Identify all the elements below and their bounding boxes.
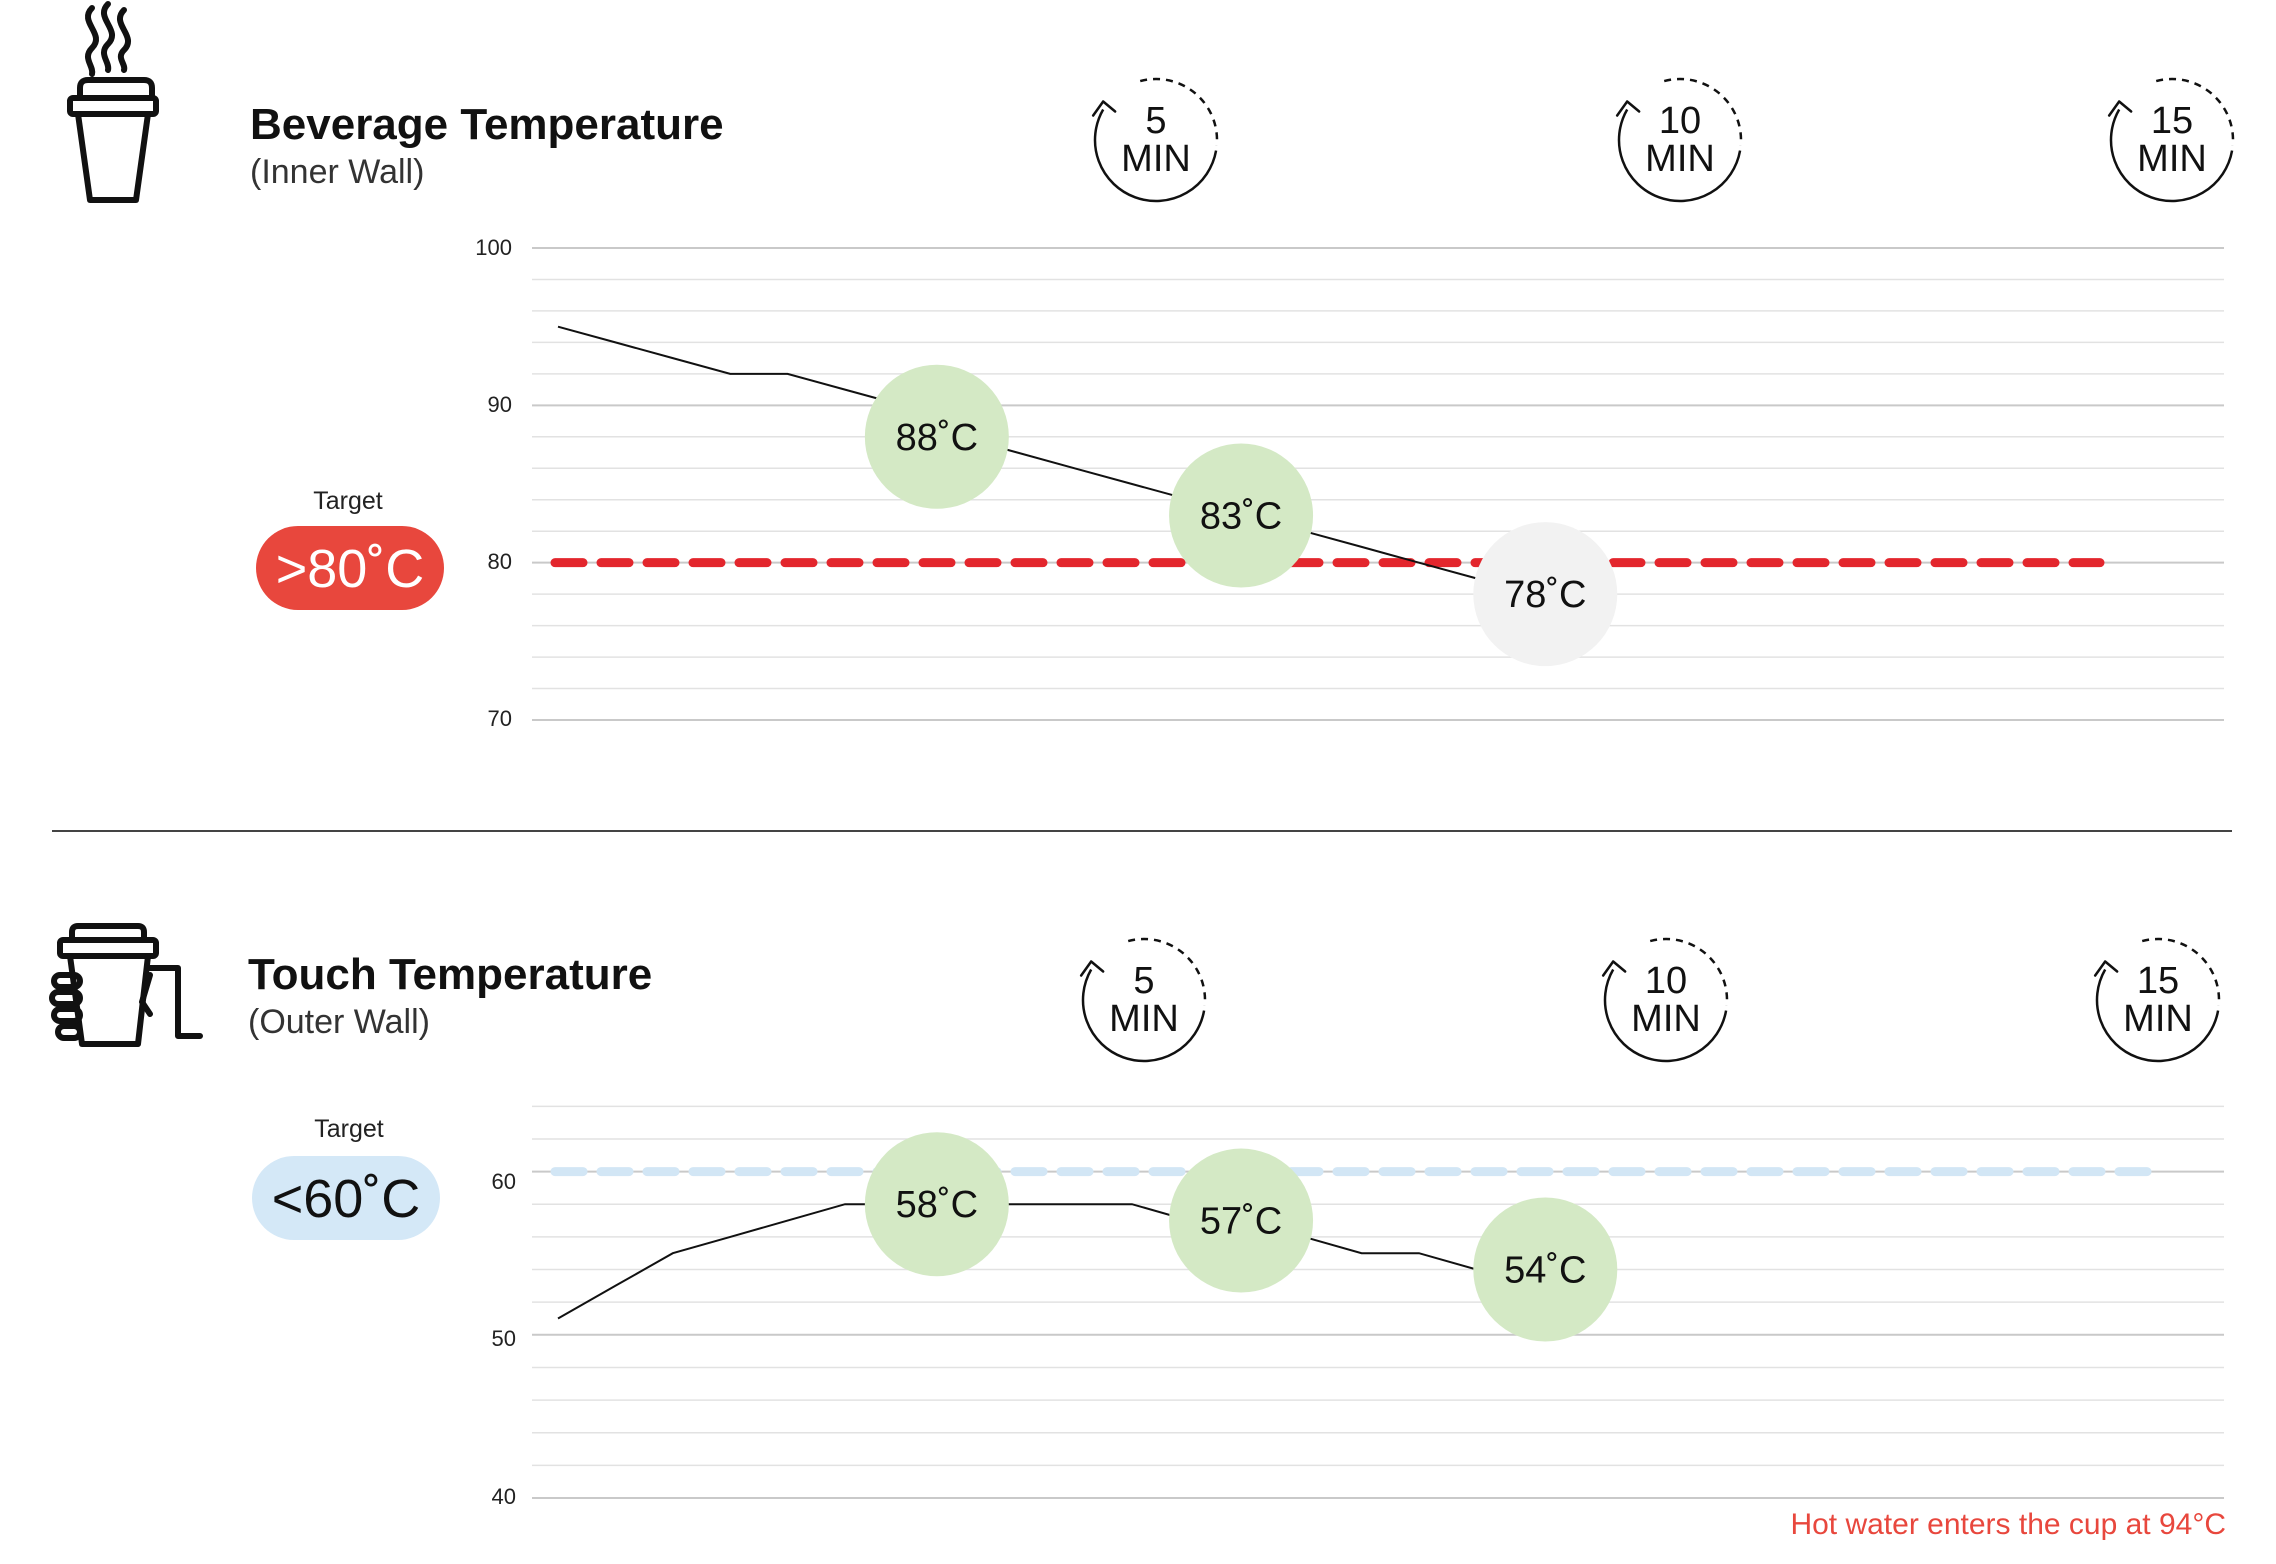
chart-subtitle: (Inner Wall) xyxy=(250,153,424,191)
series-line xyxy=(557,1203,1534,1320)
bubble-label: 83˚C xyxy=(1200,495,1282,537)
bubble-circle xyxy=(1169,443,1314,588)
timer-icon xyxy=(2107,77,2235,203)
timer-arc xyxy=(2109,108,2234,203)
timer-arrow xyxy=(1601,960,1627,977)
timer-arrow xyxy=(1091,100,1117,117)
timer-number: 10 xyxy=(1645,960,1687,1002)
timer-icon xyxy=(2093,937,2221,1063)
timer-number: 5 xyxy=(1133,960,1154,1002)
timer-5-min: 5 MIN xyxy=(1079,937,1207,1063)
timer-arc-dashed xyxy=(2155,77,2235,146)
touch-chart: Touch Temperature (Outer Wall) Target <6… xyxy=(49,923,2224,1509)
bubble-circle xyxy=(1473,1197,1618,1342)
timer-arrow xyxy=(2107,100,2133,117)
y-tick-label: 90 xyxy=(488,392,512,417)
y-tick-label: 60 xyxy=(492,1169,516,1194)
bubble-label: 58˚C xyxy=(896,1184,978,1226)
timer-arc xyxy=(1603,968,1728,1063)
timer-10-min: 10 MIN xyxy=(1615,77,1743,203)
hand-holding-cup-icon xyxy=(49,923,203,1047)
timer-unit: MIN xyxy=(1645,138,1715,180)
grid-lines xyxy=(532,1105,2224,1499)
chart-subtitle: (Outer Wall) xyxy=(248,1003,430,1041)
checkpoint-bubble: 57˚C xyxy=(1169,1148,1314,1293)
target-label: Target xyxy=(314,1115,384,1143)
timer-unit: MIN xyxy=(1631,998,1701,1040)
timer-arc xyxy=(2095,968,2220,1063)
timer-arc-dashed xyxy=(2141,937,2221,1006)
bubble-circle xyxy=(864,1132,1009,1277)
timer-arc xyxy=(1617,108,1742,203)
chart-title: Beverage Temperature xyxy=(250,100,724,149)
bubble-label: 78˚C xyxy=(1504,574,1586,616)
timer-arc-dashed xyxy=(1663,77,1743,146)
timer-number: 15 xyxy=(2151,100,2193,142)
timer-15-min: 15 MIN xyxy=(2107,77,2235,203)
target-pill xyxy=(256,526,444,610)
checkpoint-bubble: 83˚C xyxy=(1169,443,1314,588)
checkpoint-bubble: 88˚C xyxy=(864,364,1009,509)
y-tick-label: 100 xyxy=(475,235,512,260)
timer-arrow xyxy=(1079,960,1105,977)
footnote: Hot water enters the cup at 94°C xyxy=(1790,1508,2226,1541)
target-label: Target xyxy=(313,487,383,515)
timer-number: 5 xyxy=(1145,100,1166,142)
timer-icon xyxy=(1091,77,1219,203)
hot-cup-icon xyxy=(67,1,159,203)
timer-arc-dashed xyxy=(1649,937,1729,1006)
timer-unit: MIN xyxy=(2123,998,2193,1040)
timer-icon xyxy=(1615,77,1743,203)
target-pill-text: <60˚C xyxy=(272,1169,421,1229)
bubble-circle xyxy=(1169,1148,1314,1293)
timer-arc-dashed xyxy=(1127,937,1207,1006)
grid-lines xyxy=(532,247,2224,721)
checkpoint-bubble: 58˚C xyxy=(864,1132,1009,1277)
y-tick-label: 70 xyxy=(488,706,512,731)
timer-5-min: 5 MIN xyxy=(1091,77,1219,203)
bubble-label: 88˚C xyxy=(896,417,978,459)
timer-unit: MIN xyxy=(2137,138,2207,180)
target-pill-text: >80˚C xyxy=(276,539,425,599)
bubble-circle xyxy=(1473,522,1618,667)
y-tick-label: 40 xyxy=(492,1484,516,1509)
timer-arc-dashed xyxy=(1139,77,1219,146)
chart-title: Touch Temperature xyxy=(248,950,652,999)
timer-arc xyxy=(1093,108,1218,203)
timer-number: 15 xyxy=(2137,960,2179,1002)
bubble-circle xyxy=(864,364,1009,509)
checkpoint-bubble: 78˚C xyxy=(1473,522,1618,667)
timer-unit: MIN xyxy=(1109,998,1179,1040)
beverage-chart: Beverage Temperature (Inner Wall) Target… xyxy=(67,1,2235,731)
y-tick-label: 50 xyxy=(492,1326,516,1351)
timer-icon xyxy=(1079,937,1207,1063)
timer-10-min: 10 MIN xyxy=(1601,937,1729,1063)
checkpoint-bubble: 54˚C xyxy=(1473,1197,1618,1342)
timer-arrow xyxy=(1615,100,1641,117)
target-pill xyxy=(252,1156,440,1240)
bubble-label: 57˚C xyxy=(1200,1201,1282,1243)
timer-unit: MIN xyxy=(1121,138,1191,180)
bubble-label: 54˚C xyxy=(1504,1250,1586,1292)
timer-icon xyxy=(1601,937,1729,1063)
y-tick-label: 80 xyxy=(488,549,512,574)
timer-number: 10 xyxy=(1659,100,1701,142)
timer-15-min: 15 MIN xyxy=(2093,937,2221,1063)
timer-arrow xyxy=(2093,960,2119,977)
timer-arc xyxy=(1081,968,1206,1063)
series-line xyxy=(557,325,1535,596)
